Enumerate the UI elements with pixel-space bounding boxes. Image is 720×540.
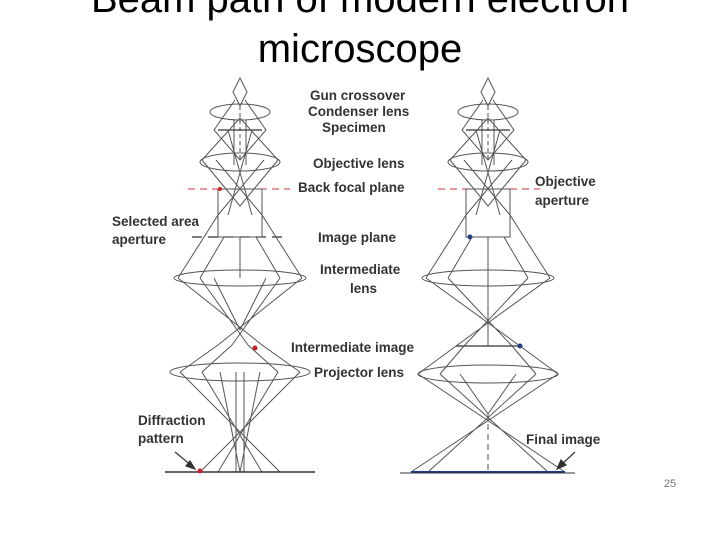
left-intermediate-lens — [173, 269, 307, 287]
left-gun-crossover — [232, 76, 248, 108]
label-back-focal-plane: Back focal plane — [298, 180, 405, 195]
diffraction-mode-column — [165, 76, 315, 474]
right-condenser-rays — [461, 99, 515, 161]
label-objective-lens: Objective lens — [313, 156, 405, 171]
label-projector-lens: Projector lens — [314, 365, 404, 380]
label-gun-crossover: Gun crossover — [310, 88, 406, 103]
right-objective-rays — [449, 117, 527, 216]
left-projector-lens — [169, 362, 311, 382]
title-line-2: microscope — [257, 27, 463, 71]
diagram-labels: Gun crossover Condenser lens Specimen Ob… — [112, 88, 601, 447]
slide-title: Beam path of modern electron microscope — [0, 0, 720, 74]
diffraction-arrowhead — [184, 459, 197, 471]
left-rays-to-projector — [179, 344, 301, 373]
left-condenser-rays — [213, 99, 267, 161]
label-diffraction-pattern-1: Diffraction — [138, 413, 206, 428]
left-rays-to-intermediate-image — [177, 277, 303, 346]
left-intermediate-image-point — [252, 345, 258, 351]
final-image-arrowhead — [555, 458, 568, 471]
label-diffraction-pattern-2: pattern — [138, 431, 184, 446]
left-objective-rays — [201, 117, 279, 216]
right-rays-to-intermediate-image — [425, 277, 551, 347]
right-rays-to-intermediate — [425, 214, 551, 279]
left-rays-to-screen — [179, 371, 301, 473]
right-gun-crossover — [480, 76, 496, 108]
left-column-box — [217, 188, 263, 238]
label-objective-aperture-2: aperture — [535, 193, 590, 208]
label-specimen: Specimen — [322, 120, 386, 135]
title-line-1: Beam path of modern electron — [0, 0, 720, 24]
left-condenser-lens — [209, 103, 271, 121]
left-diffraction-spot — [197, 468, 203, 474]
right-projector-lens — [417, 364, 559, 384]
label-selected-area-1: Selected area — [112, 214, 200, 229]
left-back-focal-point — [218, 187, 222, 191]
label-intermediate-lens-2: lens — [350, 281, 377, 296]
label-objective-aperture-1: Objective — [535, 174, 596, 189]
page-number: 25 — [663, 478, 677, 490]
label-intermediate-image: Intermediate image — [291, 340, 415, 355]
label-image-plane: Image plane — [318, 230, 397, 245]
imaging-mode-column — [400, 76, 575, 474]
label-intermediate-lens-1: Intermediate — [320, 262, 401, 277]
label-final-image: Final image — [526, 432, 601, 447]
pointer-arrows — [174, 451, 576, 471]
right-condenser-lens — [457, 103, 519, 121]
right-column-box — [465, 188, 511, 238]
label-condenser-lens: Condenser lens — [308, 104, 409, 119]
left-rays-to-intermediate — [177, 214, 303, 279]
label-selected-area-2: aperture — [112, 232, 167, 247]
right-rays-to-screen — [410, 373, 566, 473]
right-rays-to-projector — [417, 345, 559, 375]
